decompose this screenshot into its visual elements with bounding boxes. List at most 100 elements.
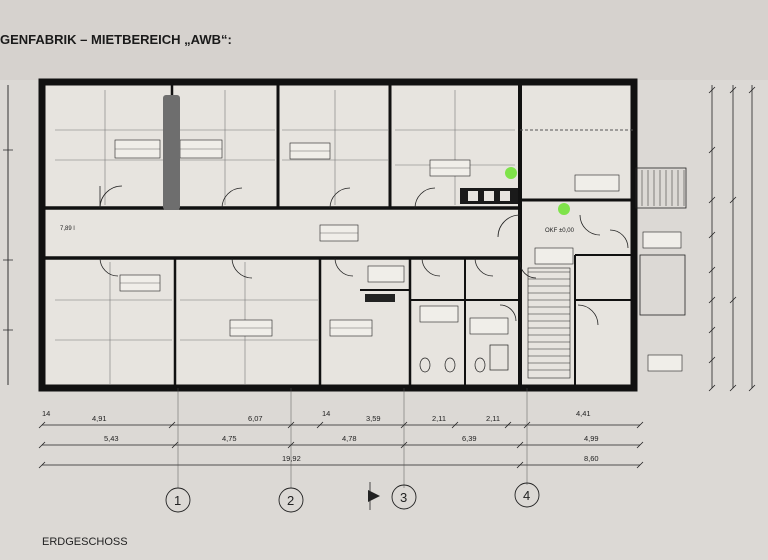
- door-swing: [421, 257, 441, 277]
- level-label: OKF ±0,00: [545, 228, 575, 234]
- dimension-tick: [729, 296, 737, 304]
- dimension-tick: [171, 441, 179, 449]
- shaft-opening: [468, 191, 478, 201]
- axis-label-2: 2: [287, 493, 294, 508]
- right-dimension-chains: [711, 85, 753, 388]
- dimension-tick: [516, 441, 524, 449]
- room-label-box: [647, 354, 683, 372]
- axis-label-4: 4: [523, 488, 530, 503]
- axis-circle-4: [514, 482, 540, 508]
- exterior-stair: [635, 167, 687, 209]
- dim-row1-3: 3,59: [366, 414, 381, 423]
- dim-row2-3: 4,78: [342, 434, 357, 443]
- dimension-tick: [316, 421, 324, 429]
- plan-title: GENFABRIK – MIETBEREICH „AWB“:: [0, 32, 232, 47]
- sanitary-fixtures: [419, 344, 509, 373]
- marker-2: [558, 203, 570, 215]
- dimension-tick: [38, 461, 46, 469]
- door-swing: [414, 187, 436, 209]
- dimension-tick: [708, 266, 716, 274]
- dim-row2-2: 4,75: [222, 434, 237, 443]
- room-label-box: [367, 265, 405, 283]
- dim-row1-small-1: 14: [322, 409, 330, 418]
- axis-circle-1: [165, 487, 191, 513]
- room-label-lines: [115, 148, 470, 329]
- dimension-tick: [708, 86, 716, 94]
- dim-row1-6: 4,41: [576, 409, 591, 418]
- dimension-tick: [38, 421, 46, 429]
- room-note: 7,89 l: [60, 226, 75, 232]
- floor-label: ERDGESCHOSS: [42, 536, 128, 548]
- room-label-box: [642, 231, 682, 249]
- dimension-tick: [504, 421, 512, 429]
- right-dimension-ticks: [708, 86, 756, 392]
- axis-label-3: 3: [400, 490, 407, 505]
- dimension-tick: [516, 461, 524, 469]
- toilet-fixture: [474, 357, 486, 373]
- dim-row1-small-2: 14: [42, 409, 50, 418]
- section-arrow-icon: [368, 490, 380, 502]
- redaction-bar: [163, 95, 180, 210]
- dimension-tick: [708, 196, 716, 204]
- door-swing: [497, 214, 521, 238]
- dimension-tick: [748, 86, 756, 94]
- dimension-tick: [708, 384, 716, 392]
- dimension-tick: [729, 86, 737, 94]
- dim-row2-4: 6,39: [462, 434, 477, 443]
- building-walls: [38, 78, 638, 392]
- dimension-tick: [708, 296, 716, 304]
- door-swing: [231, 257, 253, 279]
- toilet-fixture: [419, 357, 431, 373]
- dimension-tick: [451, 421, 459, 429]
- dim-row1-5: 2,11: [486, 414, 500, 423]
- room-label-box: [574, 174, 620, 192]
- door-swing: [499, 304, 517, 322]
- room-label-box: [469, 317, 509, 335]
- dimension-tick: [708, 356, 716, 364]
- bottom-dimension-chains: [42, 424, 640, 466]
- door-swing: [579, 214, 601, 236]
- dimension-tick: [708, 231, 716, 239]
- dimension-tick: [38, 441, 46, 449]
- exterior-ramp: [639, 254, 686, 316]
- axis-circle-3: [391, 484, 417, 510]
- dim-row3-1: 19,92: [282, 454, 301, 463]
- dim-row3-2: 8,60: [584, 454, 599, 463]
- dim-row1-1: 4,91: [92, 414, 107, 423]
- door-swing: [609, 229, 629, 249]
- washbasin: [489, 344, 509, 371]
- dimension-tick: [748, 384, 756, 392]
- staircase-outline: [527, 267, 571, 379]
- dim-row1-4: 2,11: [432, 414, 446, 423]
- paper-shadow-top: [0, 0, 768, 80]
- door-swing: [577, 304, 599, 326]
- dimension-tick: [729, 384, 737, 392]
- room-label-box: [419, 305, 459, 323]
- door-swing: [474, 257, 494, 277]
- dimension-tick: [636, 421, 644, 429]
- axis-label-1: 1: [174, 493, 181, 508]
- dimension-tick: [168, 421, 176, 429]
- wall-block: [365, 294, 395, 302]
- marker-1: [505, 167, 517, 179]
- door-swing: [99, 257, 119, 277]
- door-swing: [334, 257, 354, 277]
- stair-treads: [528, 271, 570, 371]
- exterior-stair-treads: [641, 170, 685, 206]
- dim-row2-5: 4,99: [584, 434, 599, 443]
- axis-guides: [177, 388, 528, 488]
- stair-core: [527, 267, 571, 379]
- dimension-tick: [636, 441, 644, 449]
- dimension-tick: [708, 326, 716, 334]
- door-swing: [221, 187, 243, 209]
- dim-row2-1: 5,43: [104, 434, 119, 443]
- door-swing: [329, 187, 351, 209]
- dim-row1-2: 6,07: [248, 414, 263, 423]
- dimension-tick: [708, 146, 716, 154]
- shaft-opening: [500, 191, 510, 201]
- toilet-fixture: [444, 357, 456, 373]
- door-swings: [99, 185, 629, 326]
- room-label-box: [534, 247, 574, 265]
